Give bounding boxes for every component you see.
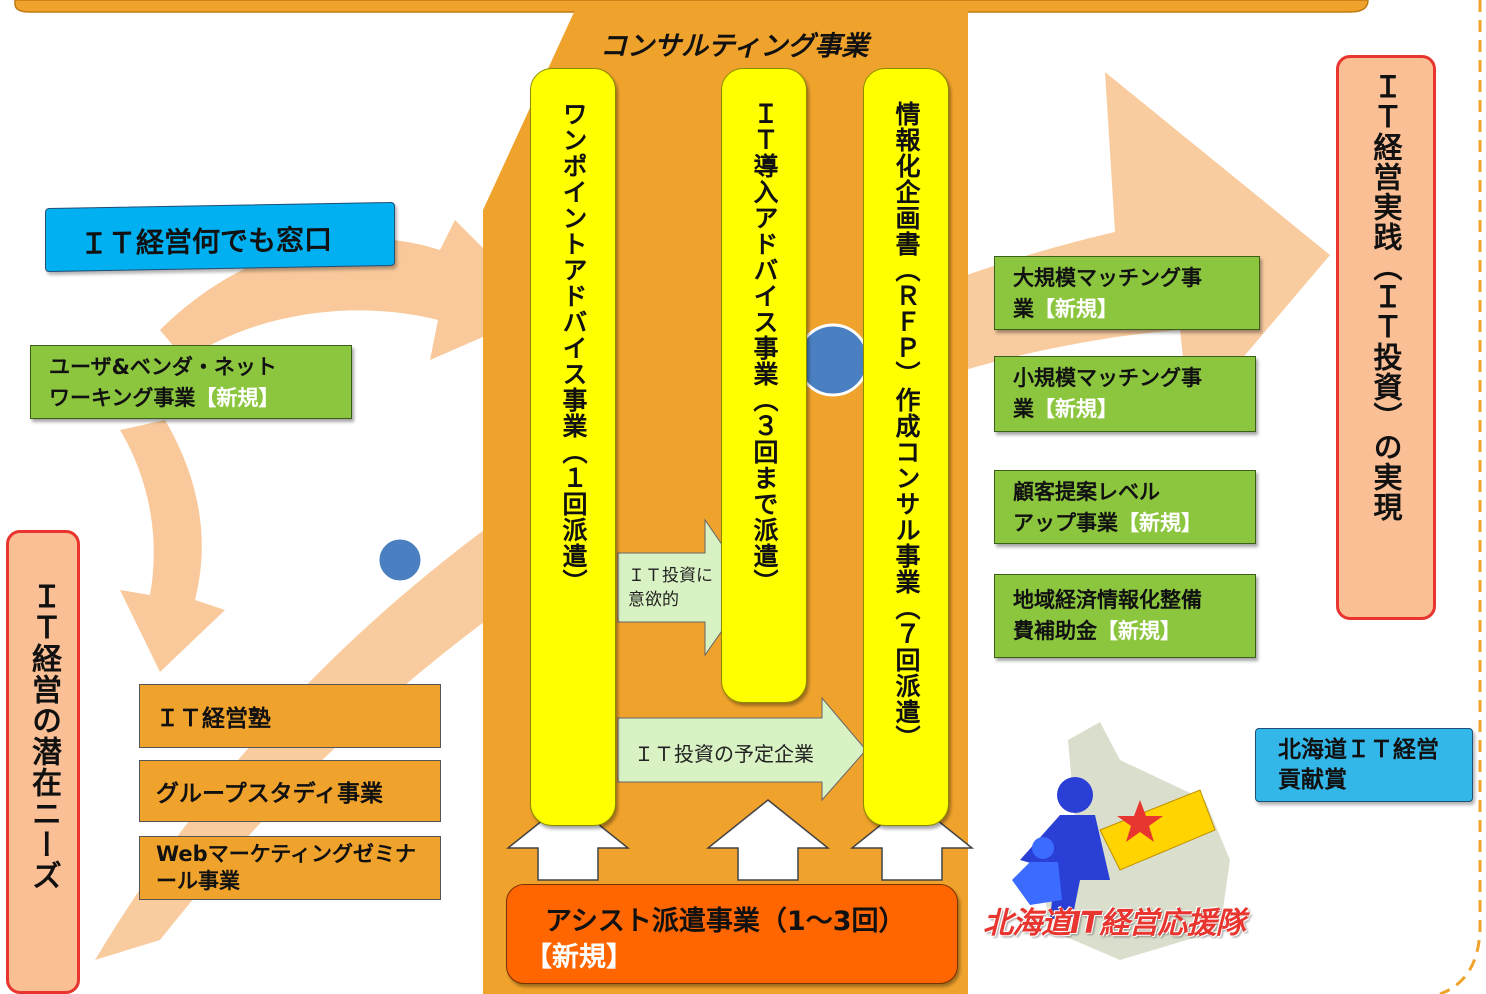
assist-line1: アシスト派遣事業（1～3回）: [545, 906, 906, 937]
large-matching-line2: 業: [1013, 297, 1034, 321]
pillar-it-introduction[interactable]: ＩＴ導入アドバイス事業（３回まで派遣）: [721, 68, 807, 703]
small-matching-line1: 小規模マッチング事: [1013, 366, 1202, 390]
window-curved-arrow: [160, 220, 545, 360]
blue-circle-large: [796, 323, 870, 397]
web-marketing-box[interactable]: Webマーケティングゼミナール事業: [139, 836, 441, 900]
right-goal-label: ＩＴ経営実践（ＩＴ投資）の実現: [1369, 72, 1403, 522]
it-window-banner[interactable]: ＩＴ経営何でも窓口: [45, 201, 395, 273]
small-matching-box[interactable]: 小規模マッチング事 業【新規】: [994, 356, 1256, 432]
it-window-label: ＩＴ経営何でも窓口: [80, 223, 333, 261]
up-arrow-3: [849, 799, 975, 881]
regional-subsidy-tag: 【新規】: [1097, 619, 1181, 643]
assist-line2: 【新規】: [525, 942, 633, 973]
logo-graphic: [1012, 722, 1230, 960]
networking-line2: ワーキング事業: [49, 386, 196, 410]
pillar-rfp-label: 情報化企画書（ＲＦＰ）作成コンサル事業（７回派遣）: [892, 101, 921, 751]
left-needs-box: ＩＴ経営の潜在ニーズ: [6, 530, 80, 994]
regional-subsidy-box[interactable]: 地域経済情報化整備 費補助金【新規】: [994, 574, 1256, 658]
right-goal-box: ＩＴ経営実践（ＩＴ投資）の実現: [1336, 55, 1436, 620]
proposal-level-line1: 顧客提案レベル: [1013, 480, 1160, 504]
logo-text: 北海道IT経営応援隊: [983, 906, 1246, 941]
networking-line1: ユーザ&ベンダ・ネット: [49, 355, 277, 379]
it-juku-box[interactable]: ＩＴ経営塾: [139, 684, 441, 748]
large-matching-box[interactable]: 大規模マッチング事 業【新規】: [994, 256, 1260, 330]
proposal-level-box[interactable]: 顧客提案レベル アップ事業【新規】: [994, 470, 1256, 544]
pillar-it-introduction-label: ＩＴ導入アドバイス事業（３回まで派遣）: [750, 101, 779, 595]
up-arrow-2: [705, 799, 831, 881]
arrow-label-eager: ＩＴ投資に意欲的: [628, 566, 713, 610]
pillar-one-point-label: ワンポイントアドバイス事業（１回派遣）: [559, 101, 588, 595]
pillar-one-point[interactable]: ワンポイントアドバイス事業（１回派遣）: [530, 68, 616, 826]
down-curved-arrow: [120, 420, 225, 672]
small-matching-line2: 業: [1013, 397, 1034, 421]
arrow-invest-planned: [617, 696, 867, 802]
arrow-label-planned: ＩＴ投資の予定企業: [634, 742, 814, 766]
regional-subsidy-line1: 地域経済情報化整備: [1013, 588, 1202, 612]
assist-box[interactable]: アシスト派遣事業（1～3回） 【新規】: [506, 884, 958, 984]
group-study-box[interactable]: グループスタディ事業: [139, 760, 441, 822]
networking-tag: 【新規】: [195, 386, 280, 410]
web-marketing-label: Webマーケティングゼミナール事業: [156, 842, 417, 893]
consulting-title: コンサルティング事業: [600, 31, 869, 62]
it-juku-label: ＩＴ経営塾: [156, 706, 271, 732]
networking-box[interactable]: ユーザ&ベンダ・ネット ワーキング事業【新規】: [30, 345, 352, 419]
small-matching-tag: 【新規】: [1034, 397, 1118, 421]
right-dashed-border: [1439, 0, 1482, 994]
large-matching-tag: 【新規】: [1034, 297, 1118, 321]
pillar-rfp[interactable]: 情報化企画書（ＲＦＰ）作成コンサル事業（７回派遣）: [863, 68, 949, 826]
regional-subsidy-line2: 費補助金: [1013, 619, 1097, 643]
group-study-label: グループスタディ事業: [156, 781, 384, 807]
large-matching-line1: 大規模マッチング事: [1013, 266, 1202, 290]
proposal-level-tag: 【新規】: [1118, 511, 1202, 535]
award-label: 北海道ＩＴ経営貢献賞: [1278, 737, 1439, 793]
blue-circle-small: [376, 536, 424, 584]
proposal-level-line2: アップ事業: [1013, 511, 1118, 535]
left-needs-label: ＩＴ経営の潜在ニーズ: [26, 581, 61, 891]
award-banner[interactable]: 北海道ＩＴ経営貢献賞: [1255, 728, 1473, 802]
